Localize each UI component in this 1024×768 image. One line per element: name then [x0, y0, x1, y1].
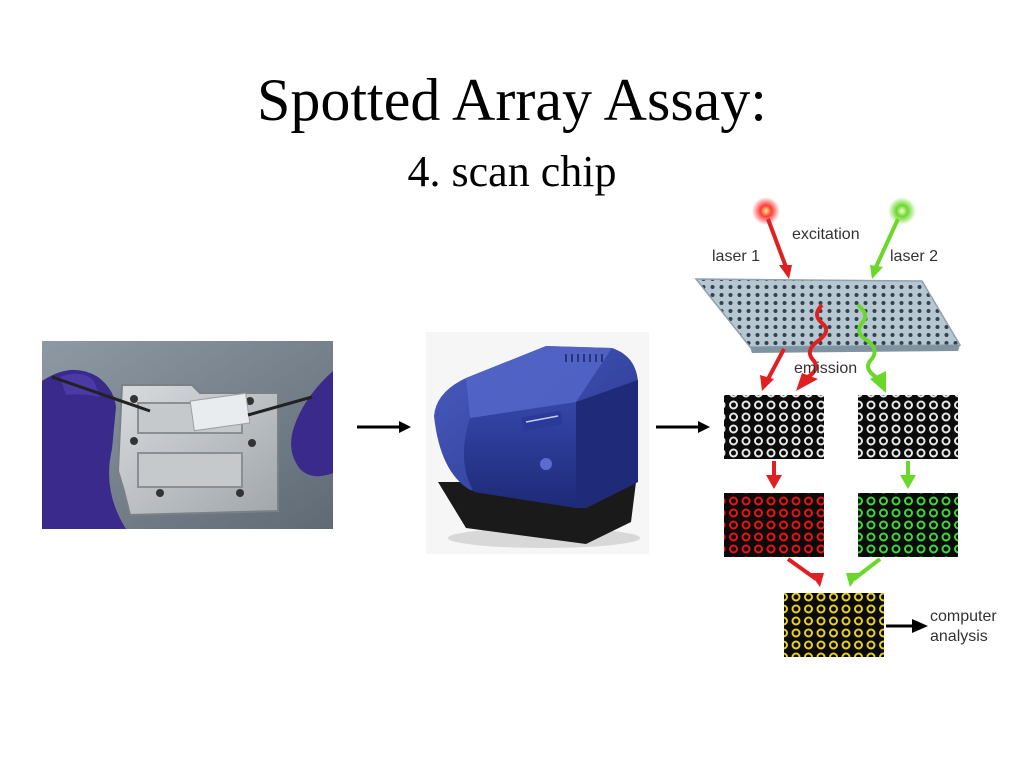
scan-image-green — [858, 493, 958, 557]
laser1-label: laser 1 — [712, 248, 760, 265]
excitation-label: excitation — [792, 226, 860, 243]
computer-label: computer — [930, 608, 997, 625]
slide-title: Spotted Array Assay: — [0, 70, 1024, 130]
scanning-diagram: laser 1 excitation laser 2 emission — [690, 195, 1020, 665]
scan-image-laser1 — [724, 395, 824, 459]
chip-holder-photo — [42, 341, 333, 529]
analysis-label: analysis — [930, 628, 988, 645]
right-arrow-icon — [357, 419, 412, 435]
scan-image-laser2 — [858, 395, 958, 459]
slide-subtitle: 4. scan chip — [0, 150, 1024, 194]
scan-image-red — [724, 493, 824, 557]
emission-label: emission — [794, 360, 857, 377]
scanner-photo — [426, 332, 649, 554]
laser2-label: laser 2 — [890, 248, 938, 265]
scan-image-merged — [784, 593, 884, 657]
